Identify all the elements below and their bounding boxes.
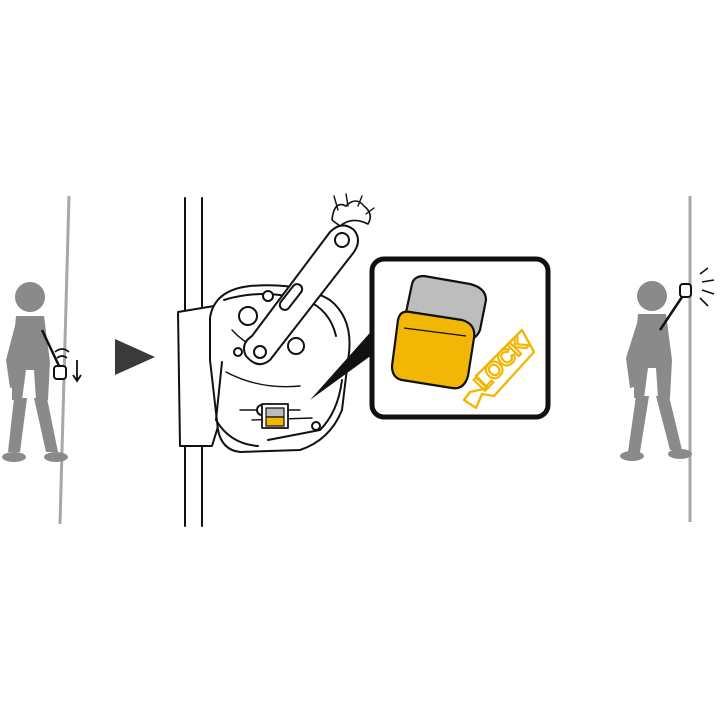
connector-slot [278,283,304,311]
left-scene [2,195,82,525]
right-scene [620,196,715,522]
device-rivet-top-small [262,290,274,302]
arrow-down-icon [72,360,82,383]
cam-shading [403,327,467,337]
left-device-icon [53,365,67,380]
lanyard-strands [333,193,375,215]
left-person-silhouette [2,282,68,462]
shock-lines-icon [699,267,715,307]
lanyard-stub [331,200,372,227]
vibration-lines-icon [54,348,70,359]
right-lanyard [658,293,686,331]
connector-arm [243,224,359,366]
device-closeup [177,193,375,527]
device-rivet-right [311,421,321,431]
cam-yellow-part [390,310,476,390]
connector-eye [334,232,350,248]
device-rivet-small [233,347,243,357]
right-device-icon [679,283,692,298]
left-rope [58,195,71,525]
device-rivet-mid [287,337,305,355]
cam-window-small [261,403,289,429]
lock-arrow-icon [462,328,536,410]
connector-eye-bottom [253,345,267,359]
lock-callout: LOCK [369,256,551,420]
device-rivet-top [238,306,258,326]
left-lanyard [40,329,62,369]
right-person-silhouette [620,281,692,461]
play-triangle-icon [115,339,155,375]
callout-pointer [310,326,376,400]
